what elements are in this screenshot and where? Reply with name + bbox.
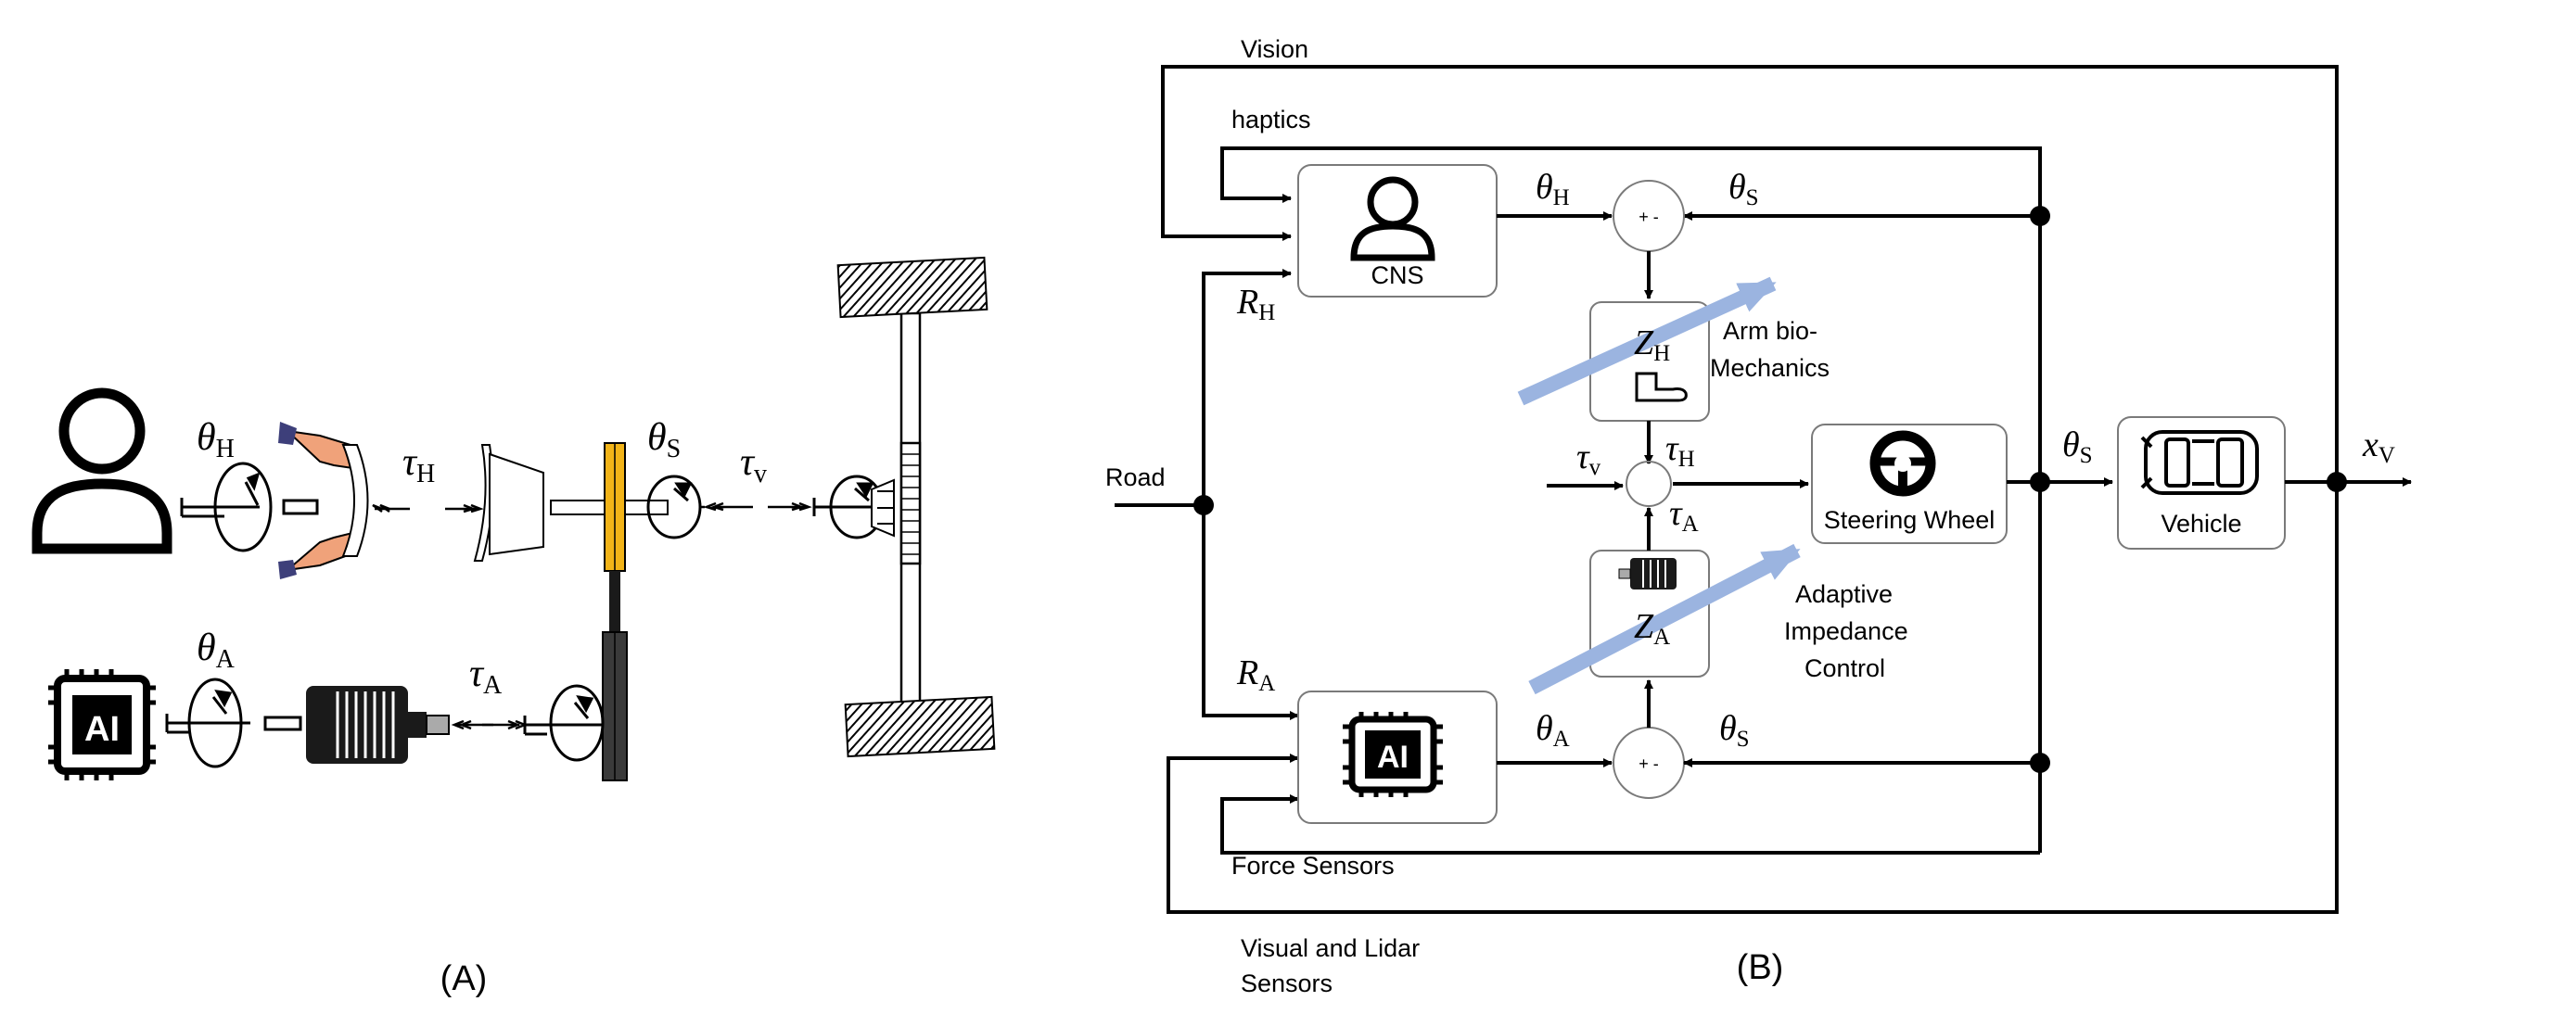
z-h-label: ZH [1634,323,1670,366]
tau-v-arrows [700,501,812,512]
tau-a-label-a: τA [469,653,503,700]
r-h-label: RH [1236,283,1275,325]
vision-label: Vision [1241,35,1308,63]
adaptive-arrow-zh [1517,276,1777,406]
haptics-label: haptics [1231,106,1311,133]
panel-b-caption: (B) [1737,948,1784,987]
tau-a-arrows [451,719,529,730]
panel-a: θH τH [32,256,996,998]
theta-s-top-label-b: θS [1728,168,1759,210]
human-rotary-joint [180,462,319,552]
theta-a-label-b: θA [1536,709,1570,752]
adaptive-label-3: Control [1804,654,1885,682]
panel-b-labels: Vision haptics Road Force Sensors Visual… [1105,35,2242,997]
front-tire-bottom [844,695,996,758]
ai-chip-icon-b: AI [1343,712,1443,797]
tau-h-arrows [372,503,484,513]
axle-rack [899,311,922,704]
torque-sum-junction [1626,461,1672,507]
cns-person-icon [1350,176,1435,261]
z-a-label: ZA [1634,607,1670,650]
svg-text:AI: AI [84,710,120,749]
arm-icon [1635,372,1688,402]
dc-motor-icon [306,686,450,764]
vehicle-icon [2140,430,2259,495]
motor-icon-za [1618,558,1677,589]
tau-h-label-b: τH [1665,429,1695,472]
junction-dots [1193,206,2347,773]
motor-rotary-joint [523,684,605,762]
tau-a-label-b: τA [1669,494,1699,537]
panel-a-caption: (A) [440,959,488,998]
steering-wheel-label: Steering Wheel [1824,506,1996,534]
tau-v-label-a: τv [740,441,767,488]
pinion-icon [871,478,895,538]
sum-bottom-signs: + - [1639,754,1659,773]
theta-s-out-label: θS [2062,425,2093,468]
road-label: Road [1105,463,1166,491]
wheel-hub-icon [473,444,544,562]
arm-bio-label-2: Mechanics [1710,354,1830,382]
theta-s-label-a: θS [647,416,681,463]
svg-text:AI: AI [1377,740,1409,775]
haptics-loop [1220,146,2042,218]
adaptive-label-2: Impedance [1784,617,1908,645]
vision-loop [1161,65,2339,482]
ai-chip-icon: AI [48,669,156,780]
person-icon [32,387,172,554]
adaptive-label-1: Adaptive [1795,580,1893,608]
theta-a-label-a: θA [197,627,236,674]
ai-box [1297,691,1498,824]
front-tire-top [836,256,988,319]
tau-v-label-b: τv [1576,437,1601,480]
r-a-label: RA [1236,653,1275,696]
tau-h-label-a: τH [402,441,435,488]
adaptive-arrow-za [1528,543,1801,695]
arm-bio-label-1: Arm bio- [1723,317,1817,345]
road-to-ai [1202,505,1299,720]
visual-lidar-label-1: Visual and Lidar [1241,934,1420,962]
force-sensors-loop [1220,794,2040,855]
theta-h-label-a: θH [197,416,235,463]
hands-on-wheel-icon [278,422,369,579]
sum-top-signs: + - [1639,208,1659,226]
theta-h-label-b: θH [1536,168,1570,210]
visual-lidar-loop [1167,482,2339,914]
visual-lidar-label-2: Sensors [1241,970,1333,997]
panel-b-math: θH θS RH ZH τv τH τA ZA RA θA θS θS xV [1236,168,2395,752]
road-to-cns [1202,269,1292,505]
ai-rotary-joint [165,678,302,768]
gear-link [609,571,620,632]
vehicle-label: Vehicle [2161,510,2241,538]
theta-s-bottom-label-b: θS [1719,709,1750,752]
force-sensors-label: Force Sensors [1231,852,1395,880]
panel-b [1115,65,2412,914]
cns-label: CNS [1371,261,1423,289]
x-v-label: xV [2362,425,2395,468]
cns-box [1297,164,1498,298]
